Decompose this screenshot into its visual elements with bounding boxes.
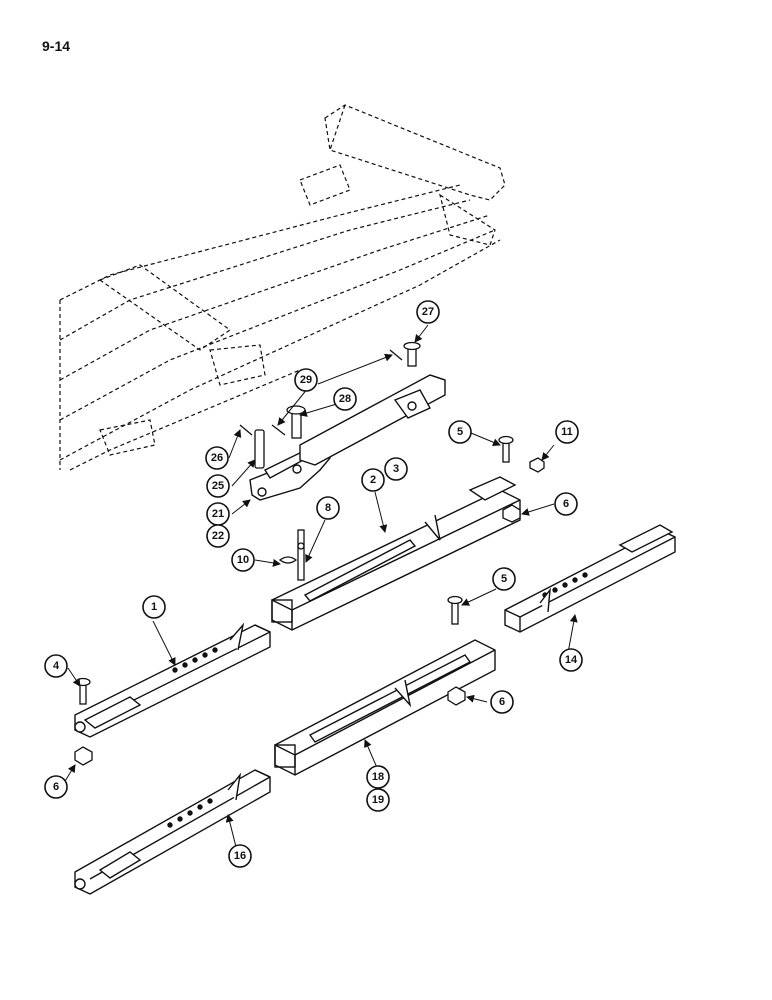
svg-text:14: 14 <box>565 654 578 666</box>
tube-18-19 <box>274 639 496 776</box>
bolt-5-lower <box>447 595 466 706</box>
pins <box>239 341 421 469</box>
callout-18: 18 <box>366 765 390 789</box>
svg-text:25: 25 <box>212 480 224 492</box>
callout-3: 3 <box>384 457 408 481</box>
callout-5-lower: 5 <box>492 567 516 591</box>
callout-5-upper: 5 <box>448 420 472 444</box>
callout-14: 14 <box>559 648 583 672</box>
svg-text:6: 6 <box>53 781 59 793</box>
upper-arm <box>299 374 446 466</box>
callout-2: 2 <box>361 468 385 492</box>
svg-text:5: 5 <box>457 426 463 438</box>
callout-6-lower: 6 <box>490 690 514 714</box>
tube-1 <box>74 622 271 738</box>
svg-text:18: 18 <box>372 771 384 783</box>
callouts: 27 29 28 26 25 21 22 8 10 5 11 6 2 3 1 4… <box>44 300 583 868</box>
svg-text:16: 16 <box>234 850 246 862</box>
bolt-5-upper <box>498 435 545 523</box>
svg-text:26: 26 <box>211 452 223 464</box>
svg-text:1: 1 <box>151 601 157 613</box>
svg-text:4: 4 <box>53 660 60 672</box>
callout-4: 4 <box>44 654 68 678</box>
svg-text:3: 3 <box>393 463 399 475</box>
callout-21: 21 <box>206 502 230 526</box>
callout-8: 8 <box>316 496 340 520</box>
callout-10: 10 <box>231 548 255 572</box>
callout-28: 28 <box>333 387 357 411</box>
svg-text:6: 6 <box>499 696 505 708</box>
callout-26: 26 <box>205 446 229 470</box>
callout-6-upper: 6 <box>554 492 578 516</box>
svg-text:21: 21 <box>212 508 224 520</box>
callout-16: 16 <box>228 844 252 868</box>
tube-14 <box>504 524 676 633</box>
callout-25: 25 <box>206 474 230 498</box>
callout-22: 22 <box>206 524 230 548</box>
svg-text:2: 2 <box>370 474 376 486</box>
page-number: 9-14 <box>42 38 71 54</box>
callout-29: 29 <box>294 368 318 392</box>
svg-text:28: 28 <box>339 393 351 405</box>
callout-11: 11 <box>555 420 579 444</box>
tube-16 <box>74 769 271 895</box>
tube-2-3 <box>271 476 521 631</box>
svg-text:11: 11 <box>561 426 573 438</box>
svg-text:8: 8 <box>325 502 331 514</box>
svg-text:27: 27 <box>422 306 434 318</box>
callout-27: 27 <box>416 300 440 324</box>
svg-text:22: 22 <box>212 530 224 542</box>
callout-1: 1 <box>142 595 166 619</box>
leader-lines <box>61 324 578 856</box>
callout-19: 19 <box>366 788 390 812</box>
phantom-frame <box>59 104 506 471</box>
svg-text:5: 5 <box>501 573 507 585</box>
svg-text:10: 10 <box>237 554 249 566</box>
svg-text:19: 19 <box>372 794 384 806</box>
svg-text:29: 29 <box>300 374 312 386</box>
pin-8 <box>278 529 305 581</box>
svg-text:6: 6 <box>563 498 569 510</box>
callout-6-left: 6 <box>44 775 68 799</box>
